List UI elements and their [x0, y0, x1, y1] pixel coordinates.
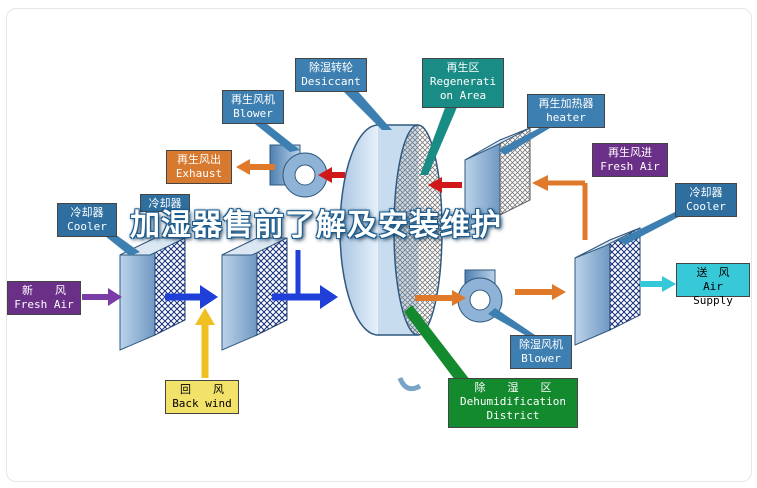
label-desiccant-en: Desiccant: [301, 75, 361, 88]
label-dehum-blower-zh: 除湿风机: [519, 338, 563, 351]
label-regen-blower-en: Blower: [233, 107, 273, 120]
label-exhaust-en: Exhaust: [175, 167, 223, 180]
label-cooler-right-zh: 冷却器: [689, 186, 723, 199]
label-regen-area-en: Regenerati on Area: [429, 75, 497, 102]
label-fresh-air: 新 风 Fresh Air: [7, 281, 81, 315]
label-cooler-mid-zh: 冷却器: [148, 197, 182, 210]
label-regen-blower-zh: 再生风机: [231, 93, 275, 106]
label-fresh-air-in-en: Fresh Air: [600, 160, 660, 173]
label-fresh-air-in: 再生风进 Fresh Air: [592, 143, 668, 177]
desiccant-wheel: [339, 124, 443, 392]
label-air-supply-zh: 送 风: [696, 266, 730, 279]
overlay-title: 加湿器售前了解及安装维护: [130, 208, 502, 243]
label-cooler-right: 冷却器 Cooler: [675, 183, 737, 217]
label-desiccant-zh: 除湿转轮: [309, 61, 353, 74]
label-back-wind-en: Back wind: [172, 397, 232, 410]
leader-desiccant: [340, 88, 392, 130]
dehum-blower-unit: [457, 269, 503, 323]
cooler-left-unit: [119, 237, 186, 351]
label-regen-blower: 再生风机 Blower: [222, 90, 284, 124]
leader-regen-blower: [250, 120, 300, 152]
label-dehum-blower-en: Blower: [521, 352, 561, 365]
label-exhaust-zh: 再生风出: [177, 153, 221, 166]
label-regen-area: 再生区 Regenerati on Area: [422, 58, 504, 108]
label-fresh-air-in-zh: 再生风进: [608, 146, 652, 159]
label-fresh-air-zh: 新 风: [22, 284, 66, 297]
label-air-supply-en: Air Supply: [693, 280, 733, 307]
label-cooler-left-zh: 冷却器: [70, 206, 104, 219]
cooler-right-unit: [574, 227, 641, 346]
leader-cooler-left: [100, 232, 140, 256]
label-desiccant: 除湿转轮 Desiccant: [295, 58, 367, 92]
label-dehum-blower: 除湿风机 Blower: [510, 335, 572, 369]
label-cooler-right-en: Cooler: [686, 200, 726, 213]
leader-regen-area: [420, 105, 458, 175]
leader-heater: [498, 125, 555, 155]
label-fresh-air-en: Fresh Air: [14, 298, 74, 311]
cooler-mid-unit: [221, 237, 288, 351]
label-heater-zh: 再生加热器: [538, 97, 594, 110]
label-air-supply: 送 风 Air Supply: [676, 263, 750, 307]
label-exhaust: 再生风出 Exhaust: [166, 150, 232, 184]
label-back-wind-zh: 回 风: [180, 383, 224, 396]
label-dehum-district-zh: 除 湿 区: [474, 381, 552, 394]
label-cooler-left-en: Cooler: [67, 220, 107, 233]
label-dehum-district: 除 湿 区 Dehumidification District: [448, 378, 578, 428]
leader-dehum-district: [404, 305, 470, 380]
label-dehum-district-en: Dehumidification District: [460, 395, 566, 422]
label-back-wind: 回 风 Back wind: [165, 380, 239, 414]
regen-blower-unit: [269, 144, 328, 198]
label-heater-en: heater: [546, 111, 586, 124]
label-cooler-mid: 冷却器: [140, 194, 190, 212]
leader-dehum-blower: [488, 308, 535, 335]
leader-cooler-right: [618, 212, 688, 245]
label-cooler-left: 冷却器 Cooler: [57, 203, 117, 237]
frame: [6, 8, 752, 482]
label-regen-area-zh: 再生区: [446, 61, 480, 74]
label-heater: 再生加热器 heater: [527, 94, 605, 128]
